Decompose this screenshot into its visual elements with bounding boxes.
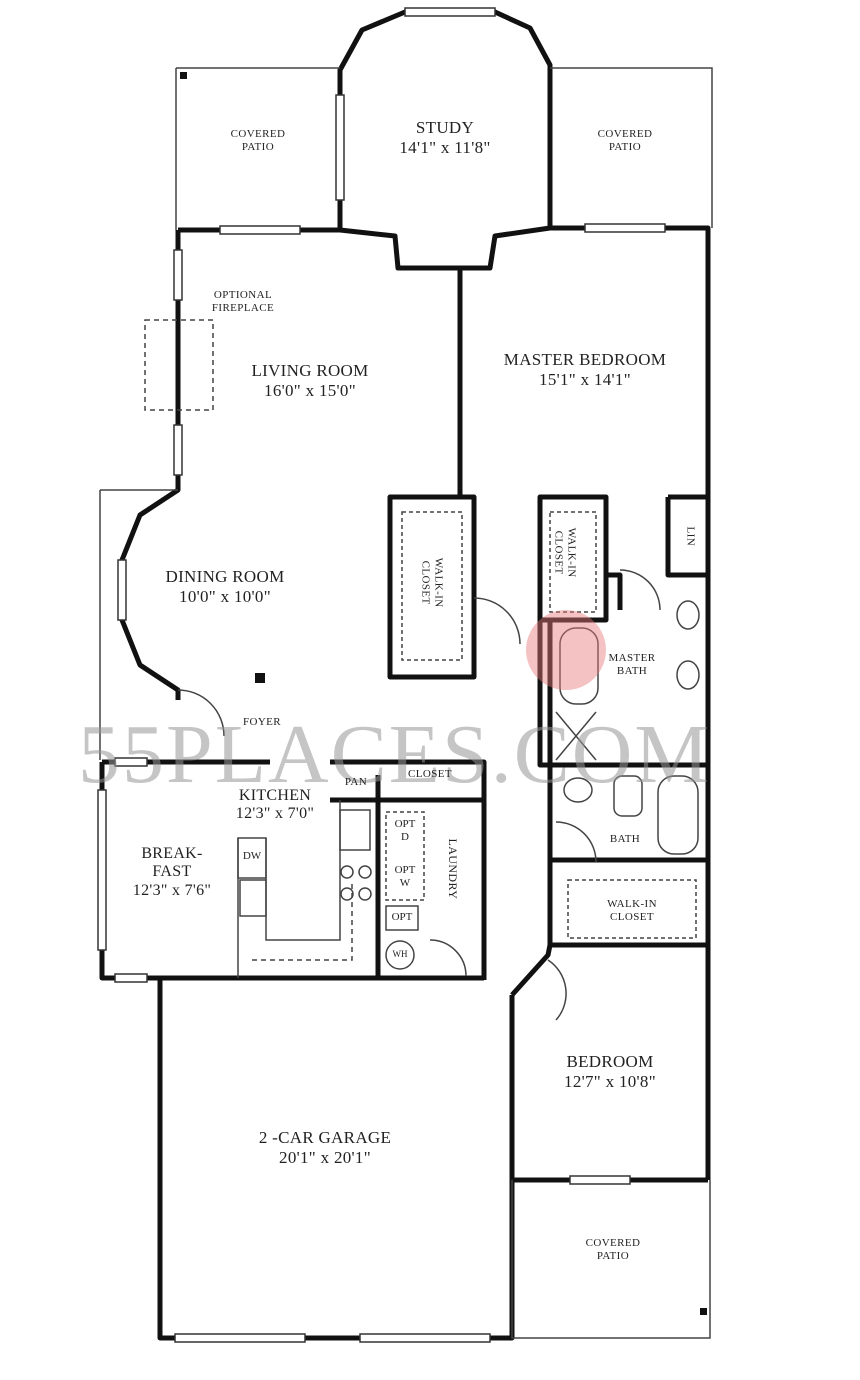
room-name: LIN [684, 526, 697, 547]
room-name: LIVING ROOM [251, 361, 369, 380]
room-covered-patio-left[interactable]: COVERED PATIO [208, 128, 308, 153]
room-breakfast[interactable]: BREAK- FAST 12'3" x 7'6" [112, 845, 232, 900]
water-heater: WH [388, 949, 412, 959]
room-bath[interactable]: BATH [595, 833, 655, 846]
room-master-bath[interactable]: MASTER BATH [600, 652, 664, 677]
room-name-2: BATH [616, 664, 648, 677]
room-bedroom[interactable]: BEDROOM 12'7" x 10'8" [525, 1052, 695, 1091]
watermark: 55PLACES.COM [78, 708, 712, 801]
appliance-label: OPT [394, 864, 416, 876]
room-name: COVERED [597, 128, 653, 140]
room-name: STUDY [415, 118, 475, 137]
room-size: 12'7" x 10'8" [564, 1071, 656, 1091]
room-name-2: FAST [152, 863, 192, 881]
room-living-room[interactable]: LIVING ROOM 16'0" x 15'0" [225, 361, 395, 400]
room-pantry[interactable]: PAN [338, 776, 374, 789]
room-kitchen[interactable]: KITCHEN 12'3" x 7'0" [205, 787, 345, 824]
opt-appliance: OPT [386, 911, 418, 924]
room-dining-room[interactable]: DINING ROOM 10'0" x 10'0" [135, 567, 315, 606]
room-name: LAUNDRY [445, 838, 460, 900]
room-name: COVERED [585, 1237, 641, 1249]
room-name-2: PATIO [241, 140, 275, 153]
room-size: 12'3" x 7'0" [235, 805, 315, 823]
room-name: WALK-IN [432, 557, 445, 608]
room-name: KITCHEN [238, 787, 312, 804]
fireplace-label-2: FIREPLACE [211, 301, 275, 314]
room-study[interactable]: STUDY 14'1" x 11'8" [360, 118, 530, 157]
room-size: 15'1" x 14'1" [539, 369, 631, 389]
room-size: 14'1" x 11'8" [399, 137, 491, 157]
appliance-label: DW [242, 850, 262, 862]
room-name: MASTER BEDROOM [503, 350, 667, 369]
opt-washer: OPT W [386, 864, 424, 889]
appliance-label: WH [392, 949, 408, 959]
room-name: MASTER [608, 652, 656, 664]
room-name: BEDROOM [566, 1052, 654, 1071]
room-laundry[interactable]: LAUNDRY [445, 829, 460, 909]
room-walk-in-closet-1[interactable]: WALK-IN CLOSET [419, 543, 445, 623]
room-name: BATH [609, 833, 641, 845]
room-covered-patio-right[interactable]: COVERED PATIO [575, 128, 675, 153]
appliance-label: OPT [394, 818, 416, 830]
room-walk-in-closet-3[interactable]: WALK-IN CLOSET [580, 898, 684, 923]
room-name: BREAK- [141, 845, 203, 862]
room-name: FOYER [242, 716, 282, 728]
appliance-label: OPT [391, 911, 413, 923]
room-size: 10'0" x 10'0" [179, 586, 271, 606]
fireplace-label: OPTIONAL [213, 289, 273, 301]
dishwasher: DW [238, 850, 266, 863]
room-size: 12'3" x 7'6" [132, 881, 212, 899]
room-name: DINING ROOM [165, 567, 285, 586]
room-name-2: CLOSET [553, 530, 565, 575]
room-size: 20'1" x 20'1" [279, 1147, 371, 1167]
appliance-label-2: D [401, 830, 409, 843]
room-walk-in-closet-2[interactable]: WALK-IN CLOSET [552, 518, 578, 588]
room-name-2: CLOSET [420, 560, 432, 605]
room-name-2: CLOSET [610, 910, 654, 923]
room-covered-patio-bottom[interactable]: COVERED PATIO [563, 1237, 663, 1262]
optional-fireplace: OPTIONAL FIREPLACE [193, 289, 293, 314]
room-name: CLOSET [408, 768, 452, 780]
room-name: WALK-IN [565, 527, 578, 578]
room-foyer[interactable]: FOYER [232, 716, 292, 729]
opt-dryer: OPT D [386, 818, 424, 843]
location-marker [526, 610, 606, 690]
room-name: WALK-IN [607, 898, 657, 910]
room-name-2: PATIO [608, 140, 642, 153]
room-name-2: PATIO [596, 1249, 630, 1262]
room-linen[interactable]: LIN [684, 521, 697, 551]
appliance-label-2: W [399, 876, 411, 889]
room-name: COVERED [230, 128, 286, 140]
room-master-bedroom[interactable]: MASTER BEDROOM 15'1" x 14'1" [470, 350, 700, 389]
room-garage[interactable]: 2 -CAR GARAGE 20'1" x 20'1" [225, 1128, 425, 1167]
room-closet[interactable]: CLOSET [390, 768, 470, 781]
room-name: PAN [344, 776, 368, 788]
room-name: 2 -CAR GARAGE [258, 1128, 392, 1147]
room-size: 16'0" x 15'0" [264, 380, 356, 400]
